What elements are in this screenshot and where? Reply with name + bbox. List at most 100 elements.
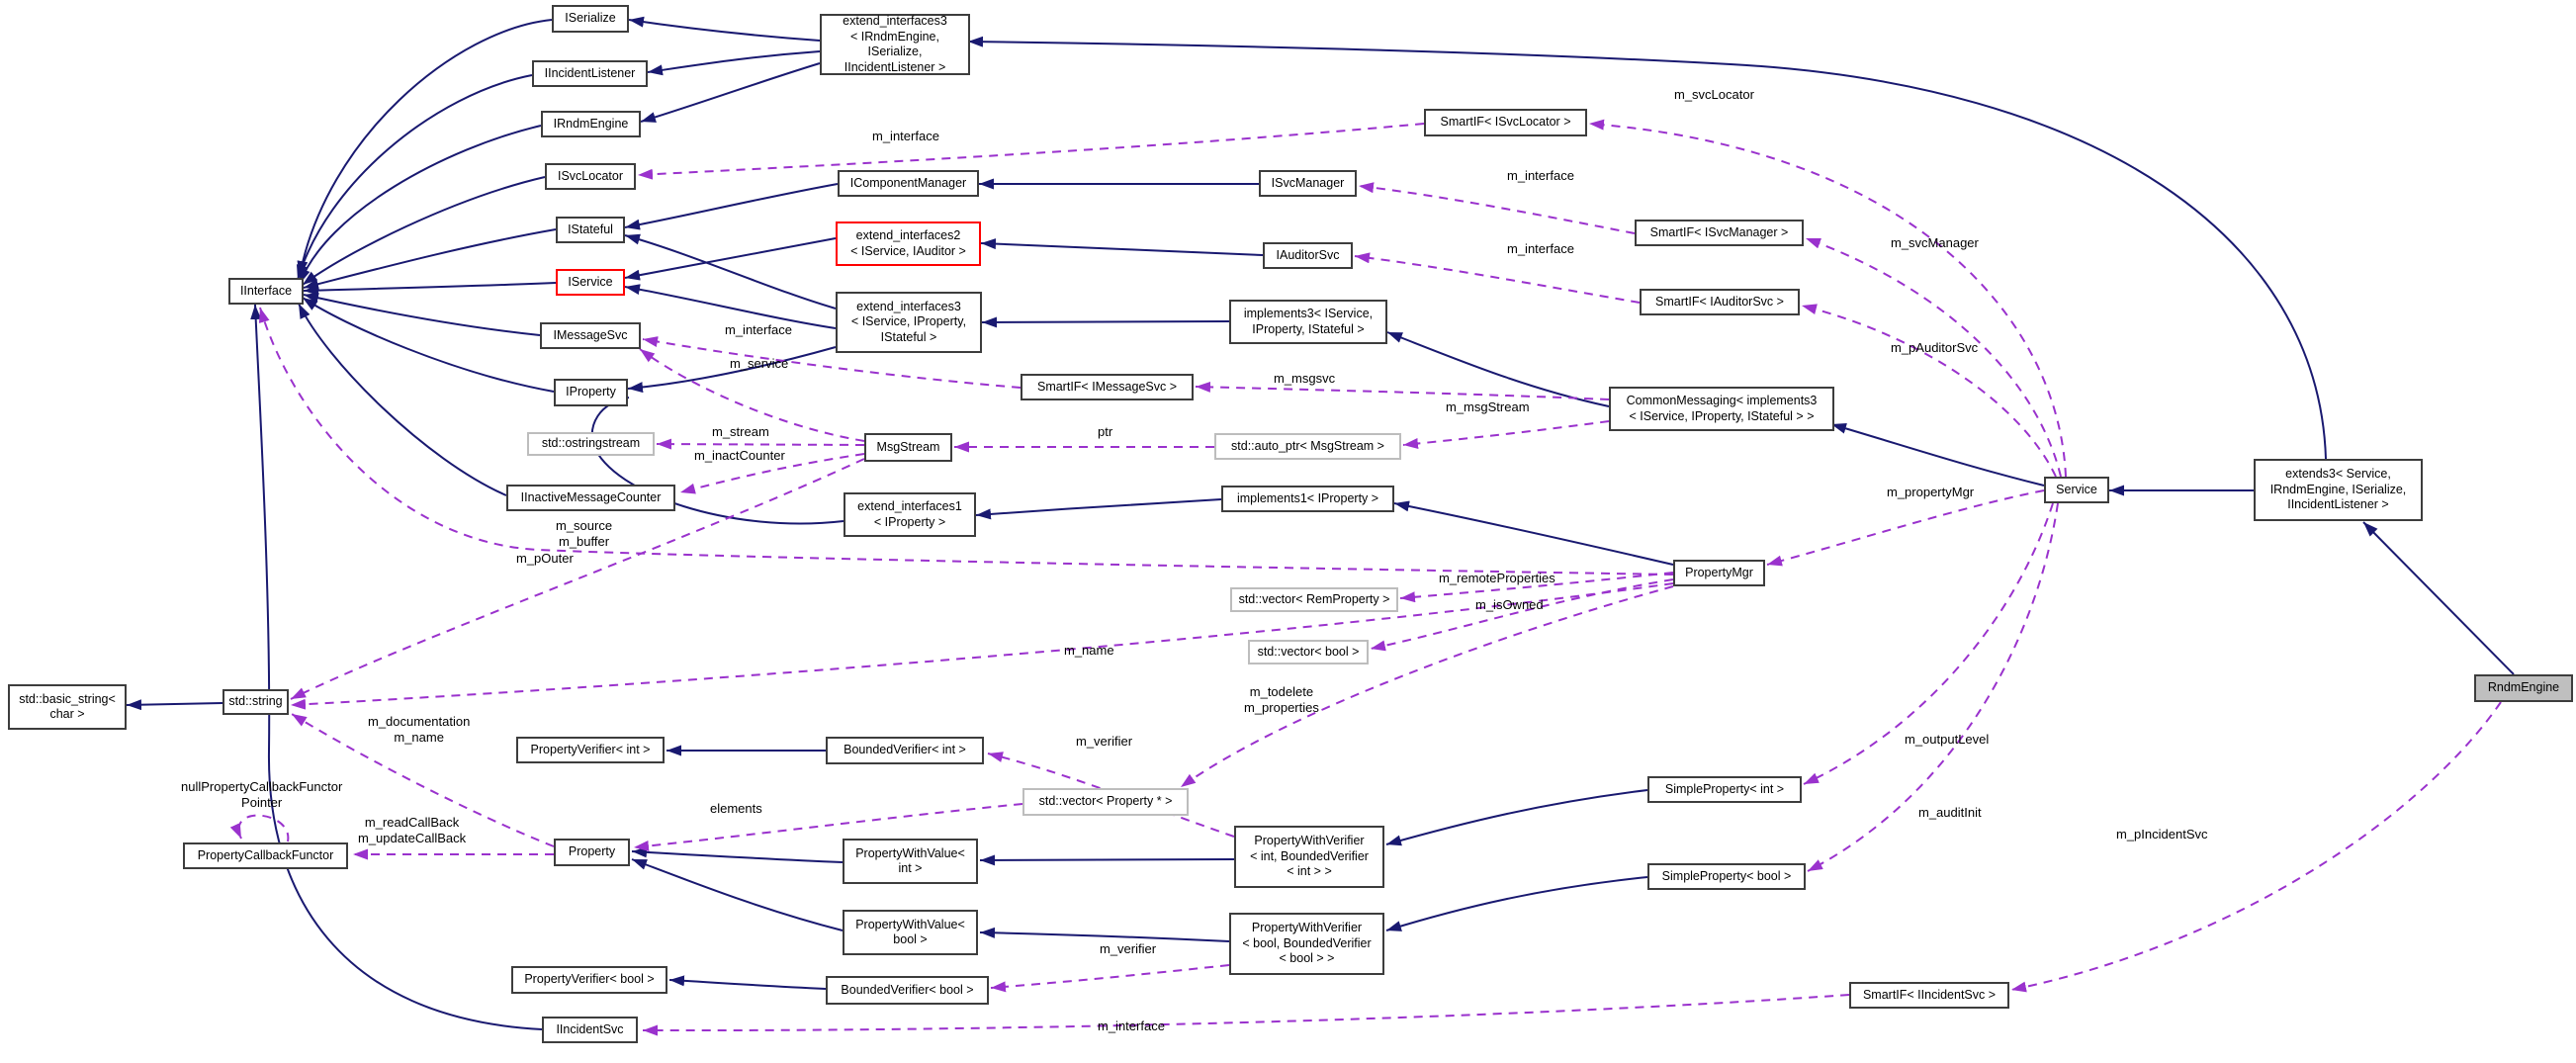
edge-propertymgr-iinterface [258,307,1674,576]
node-simpleproperty-int[interactable]: SimpleProperty< int > [1647,776,1802,803]
node-boundedverifier-int[interactable]: BoundedVerifier< int > [826,737,984,764]
edge-propertymgr-string [290,582,1674,710]
node-std-string[interactable]: std::string [222,689,289,715]
node-iservice[interactable]: IService [556,269,625,296]
node-propertyverifier-bool[interactable]: PropertyVerifier< bool > [511,966,667,994]
node-commonmessaging[interactable]: CommonMessaging< implements3 < IService,… [1609,387,1834,431]
node-propertymgr[interactable]: PropertyMgr [1673,560,1765,586]
edge-label-m-msgstream: m_msgStream [1446,399,1530,414]
node-auto-ptr-msgstream[interactable]: std::auto_ptr< MsgStream > [1214,433,1401,460]
edge-service-smartifauditorsvc [1801,304,2057,478]
node-extends3[interactable]: extends3< Service, IRndmEngine, ISeriali… [2254,459,2423,521]
node-iinterface[interactable]: IInterface [228,278,304,305]
edge-rndmengine-extends3 [2362,521,2515,675]
edge-service-simplepropbool [1807,502,2059,872]
node-isvcmanager[interactable]: ISvcManager [1259,170,1357,197]
node-property[interactable]: Property [554,839,630,866]
edge-label-m-interface-iauditorsvc: m_interface [1507,241,1574,256]
edge-ext3mid-iproperty [627,346,837,394]
node-extend-interfaces3-mid[interactable]: extend_interfaces3 < IService, IProperty… [836,292,982,353]
node-vector-remproperty[interactable]: std::vector< RemProperty > [1230,587,1398,612]
node-icomponentmanager[interactable]: IComponentManager [838,170,979,197]
node-implements3[interactable]: implements3< IService, IProperty, IState… [1229,300,1387,344]
node-boundedverifier-bool[interactable]: BoundedVerifier< bool > [826,976,989,1005]
node-vector-property-ptr[interactable]: std::vector< Property * > [1022,788,1189,816]
edge-ext3mid-iservice [624,284,837,329]
edge-iservice-iinterface [303,282,557,297]
node-smartif-isvcmanager[interactable]: SmartIF< ISvcManager > [1635,220,1804,246]
edge-icomponentmanager-istateful [624,183,839,230]
node-smartif-iincidentsvc[interactable]: SmartIF< IIncidentSvc > [1849,982,2009,1009]
edge-commonmessaging-autoptr [1402,420,1610,450]
node-propertywithvalue-int[interactable]: PropertyWithValue< int > [843,839,978,884]
node-propertywithvalue-bool[interactable]: PropertyWithValue< bool > [843,910,978,955]
edge-smartifsvcmanager-isvcmanager [1358,182,1636,234]
node-extend-interfaces2[interactable]: extend_interfaces2 < IService, IAuditor … [836,221,981,266]
edge-propertymgr-implements1 [1393,500,1674,566]
edge-ext3top-irndmengine [640,62,821,123]
edge-pwvint-boundedint [987,752,1235,838]
node-iserialize[interactable]: ISerialize [552,5,629,33]
edge-service-simplepropint [1803,502,2054,785]
edge-label-m-service: m_service [730,356,789,371]
edge-rndmengine-smartifincidentsvc [2010,701,2502,993]
edge-label-m-todelete-properties: m_todelete m_properties [1244,684,1319,715]
node-iproperty[interactable]: IProperty [554,379,628,406]
inheritance-edges [126,16,2515,1030]
edge-label-m-interface-isvcmanager: m_interface [1507,168,1574,183]
node-iincidentlistener[interactable]: IIncidentListener [532,60,648,87]
edge-simplepropbool-pwvbool [1385,876,1648,931]
edge-label-m-isowned: m_isOwned [1475,597,1544,612]
node-propertywithverifier-int[interactable]: PropertyWithVerifier < int, BoundedVerif… [1234,826,1384,888]
edge-label-m-pincidentsvc: m_pIncidentSvc [2116,827,2208,842]
node-ostringstream[interactable]: std::ostringstream [527,432,655,456]
node-implements1[interactable]: implements1< IProperty > [1221,486,1394,512]
edge-simplepropint-pwvint [1385,789,1648,846]
node-iauditorsvc[interactable]: IAuditorSvc [1263,242,1353,269]
edge-label-m-interface-iincidentsvc: m_interface [1098,1019,1165,1033]
edge-label-m-source-buffer: m_source m_buffer [556,518,613,549]
node-simpleproperty-bool[interactable]: SimpleProperty< bool > [1647,863,1806,890]
node-smartif-imessagesvc[interactable]: SmartIF< IMessageSvc > [1021,374,1194,400]
node-propertycallbackfunctor[interactable]: PropertyCallbackFunctor [183,842,348,869]
node-irndmengine[interactable]: IRndmEngine [541,111,641,137]
edge-service-propertymgr [1766,489,2045,567]
edge-label-null-functor-pointer: nullPropertyCallbackFunctor Pointer [181,779,343,810]
node-smartif-iauditorsvc[interactable]: SmartIF< IAuditorSvc > [1640,289,1800,315]
node-istateful[interactable]: IStateful [556,217,625,243]
edge-label-m-verifier-int: m_verifier [1076,734,1133,749]
node-propertyverifier-int[interactable]: PropertyVerifier< int > [516,737,665,763]
edge-msgstream-inactivecounter [679,453,865,494]
edge-ext1-iproperty [590,395,844,525]
node-imessagesvc[interactable]: IMessageSvc [540,322,641,349]
node-isvclocator[interactable]: ISvcLocator [545,163,636,190]
edge-pwvbool-pwvaluebool [979,927,1230,942]
usage-edges [229,119,2502,1036]
node-smartif-isvclocator[interactable]: SmartIF< ISvcLocator > [1424,109,1587,136]
edge-pwvint-pwvalueint [979,854,1235,866]
node-basic-string[interactable]: std::basic_string< char > [8,684,127,730]
edge-iserialize-iinterface [297,19,553,277]
edge-irndmengine-iinterface [299,125,542,285]
edge-iincidentsvc-iinterface [250,304,543,1030]
edge-boundedbool-propverbool [668,975,827,990]
edge-propertymgr-vectorremprop [1399,572,1674,603]
edge-smartifauditorsvc-iauditorsvc [1354,252,1641,304]
edge-label-m-svclocator: m_svcLocator [1674,87,1754,102]
node-vector-bool[interactable]: std::vector< bool > [1248,640,1369,664]
node-rndmengine[interactable]: RndmEngine [2474,674,2573,702]
node-iincidentsvc[interactable]: IIncidentSvc [542,1017,638,1043]
edge-stdstring-basicstring [126,699,223,711]
node-extend-interfaces3-top[interactable]: extend_interfaces3 < IRndmEngine, ISeria… [820,14,970,75]
node-propertywithverifier-bool[interactable]: PropertyWithVerifier < bool, BoundedVeri… [1229,913,1384,975]
node-extend-interfaces1[interactable]: extend_interfaces1 < IProperty > [844,492,976,537]
node-msgstream[interactable]: MsgStream [864,433,952,462]
edge-label-m-name: m_name [1064,643,1114,658]
edge-label-m-interface-isvclocator: m_interface [872,129,939,143]
edge-msgstream-ostringstream [656,438,865,450]
node-iinactivemessagecounter[interactable]: IInactiveMessageCounter [506,485,675,511]
edge-iincidentlistener-iinterface [296,74,533,281]
edge-propertymgr-vectorbool [1370,578,1674,652]
node-service[interactable]: Service [2044,477,2109,503]
